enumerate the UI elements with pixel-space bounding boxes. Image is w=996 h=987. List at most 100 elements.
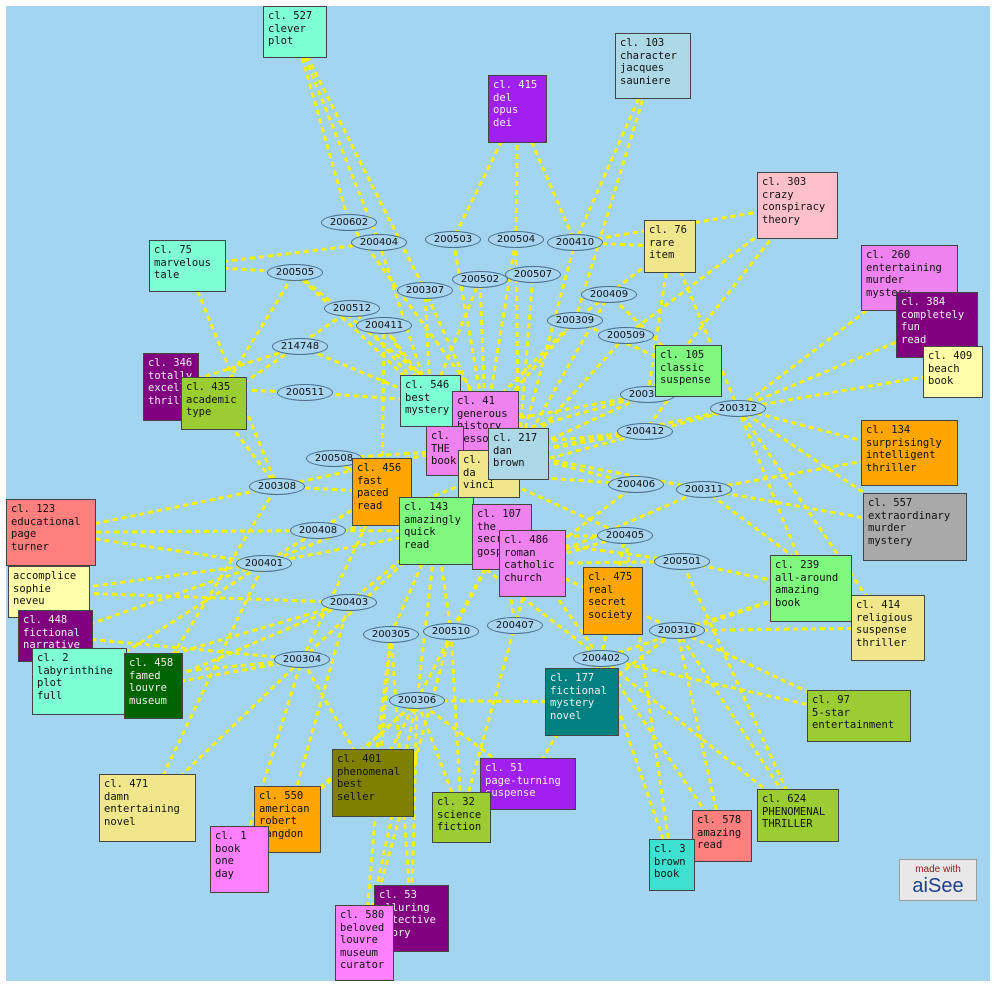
- aisee-logo: made with aiSee: [899, 859, 977, 901]
- node-cl-580[interactable]: cl. 580 beloved louvre museum curator: [335, 905, 394, 981]
- node-cl-456[interactable]: cl. 456 fast paced read: [352, 458, 412, 526]
- oval-200311[interactable]: 200311: [676, 481, 732, 498]
- edge-n76-o200303: [646, 246, 672, 395]
- oval-200410[interactable]: 200410: [547, 234, 603, 251]
- edge-n217-o200303: [517, 393, 649, 456]
- oval-200510[interactable]: 200510: [423, 623, 479, 640]
- edge-n401-o200305: [371, 634, 393, 784]
- edge-n107-o200407: [500, 536, 517, 626]
- node-cl-32[interactable]: cl. 32 science fiction: [432, 792, 491, 843]
- oval-200407[interactable]: 200407: [487, 617, 543, 634]
- node-accomplice[interactable]: accomplice sophie neveu: [8, 566, 90, 618]
- node-cl-409[interactable]: cl. 409 beach book: [923, 346, 983, 398]
- node-cl-3[interactable]: cl. 3 brown book: [649, 839, 695, 891]
- oval-200602[interactable]: 200602: [321, 214, 377, 231]
- node-cl-527[interactable]: cl. 527 clever plot: [263, 6, 327, 58]
- edge-n471-o200401: [146, 562, 266, 809]
- node-cl-75[interactable]: cl. 75 marvelous tale: [149, 240, 226, 292]
- node-cl-475[interactable]: cl. 475 real secret society: [583, 567, 643, 635]
- oval-200308[interactable]: 200308: [249, 478, 305, 495]
- node-cl-435[interactable]: cl. 435 academic type: [181, 377, 247, 430]
- edge-n41-o200502: [478, 279, 487, 425]
- edge-n217-o200409: [517, 293, 611, 455]
- oval-200504[interactable]: 200504: [488, 231, 544, 248]
- node-cl-177[interactable]: cl. 177 fictional mystery novel: [545, 668, 619, 736]
- oval-200507[interactable]: 200507: [505, 266, 561, 283]
- oval-200409[interactable]: 200409: [581, 286, 637, 303]
- edge-n458-o200304: [153, 658, 303, 688]
- oval-200404[interactable]: 200404: [351, 234, 407, 251]
- node-cl-578[interactable]: cl. 578 amazing read: [692, 810, 752, 862]
- oval-200309[interactable]: 200309: [547, 312, 603, 329]
- node-cl-51[interactable]: cl. 51 page-turning suspense: [480, 758, 576, 810]
- edge-n53-o200305: [389, 634, 413, 919]
- node-cl-the[interactable]: cl. THE book: [426, 426, 464, 476]
- oval-200411[interactable]: 200411: [356, 317, 412, 334]
- edge-nda-o200406: [488, 472, 637, 486]
- node-cl-401[interactable]: cl. 401 phenomenal best seller: [332, 749, 414, 817]
- oval-200306[interactable]: 200306: [389, 692, 445, 709]
- oval-200502[interactable]: 200502: [452, 271, 508, 288]
- oval-200412[interactable]: 200412: [617, 423, 673, 440]
- oval-214748[interactable]: 214748: [272, 338, 328, 355]
- node-cl-97[interactable]: cl. 97 5-star entertainment: [807, 690, 911, 742]
- node-cl-546[interactable]: cl. 546 best mystery: [400, 375, 461, 427]
- edge-n143-o200402: [435, 529, 602, 660]
- edge-n217-o200507: [517, 274, 535, 455]
- node-cl-76[interactable]: cl. 76 rare item: [644, 220, 696, 273]
- node-cl-414[interactable]: cl. 414 religious suspense thriller: [851, 595, 925, 661]
- oval-200310[interactable]: 200310: [649, 622, 705, 639]
- oval-200505[interactable]: 200505: [267, 264, 323, 281]
- edge-n239-o200310: [676, 587, 812, 632]
- node-cl-123[interactable]: cl. 123 educational page turner: [6, 499, 96, 566]
- oval-200403[interactable]: 200403: [321, 594, 377, 611]
- node-cl-557[interactable]: cl. 557 extraordinary murder mystery: [863, 493, 967, 561]
- edge-nda-o200312: [488, 407, 739, 476]
- graph-canvas: 200602 200404 200503 200504 200410 20050…: [6, 6, 990, 981]
- edge-n550-o200403: [286, 602, 351, 820]
- oval-200511[interactable]: 200511: [277, 384, 333, 401]
- edge-nda-o200405: [488, 472, 626, 537]
- edge-nacc-o200403: [48, 590, 350, 604]
- edge-n486-o200501: [532, 560, 683, 565]
- node-cl-143[interactable]: cl. 143 amazingly quick read: [399, 497, 474, 565]
- oval-200503[interactable]: 200503: [425, 231, 481, 248]
- oval-200312[interactable]: 200312: [710, 400, 766, 417]
- oval-200406[interactable]: 200406: [608, 476, 664, 493]
- node-cl-486[interactable]: cl. 486 roman catholic church: [499, 530, 566, 597]
- node-cl-624[interactable]: cl. 624 PHENOMENAL THRILLER: [757, 789, 839, 842]
- oval-200401[interactable]: 200401: [236, 555, 292, 572]
- node-cl-217[interactable]: cl. 217 dan brown: [488, 428, 549, 480]
- edge-n527-o200404: [293, 31, 381, 244]
- node-cl-415[interactable]: cl. 415 del opus dei: [488, 75, 547, 143]
- edge-n217-o200311: [518, 452, 705, 491]
- node-labyrinthine[interactable]: cl. 2 labyrinthine plot full: [32, 648, 127, 715]
- node-cl-471[interactable]: cl. 471 damn entertaining novel: [99, 774, 196, 842]
- node-cl-239[interactable]: cl. 239 all-around amazing book: [770, 555, 852, 622]
- oval-200512[interactable]: 200512: [324, 300, 380, 317]
- edge-n546-o214748: [299, 345, 432, 403]
- edge-n415-o200410: [516, 108, 577, 244]
- node-cl-303[interactable]: cl. 303 crazy conspiracy theory: [757, 172, 838, 239]
- oval-200408[interactable]: 200408: [290, 522, 346, 539]
- node-cl-103[interactable]: cl. 103 character jacques sauniere: [615, 33, 691, 99]
- edge-n53-o200306: [410, 700, 419, 919]
- oval-200305[interactable]: 200305: [363, 626, 419, 643]
- node-cl-134[interactable]: cl. 134 surprisingly intelligent thrille…: [861, 420, 958, 486]
- node-cl-1[interactable]: cl. 1 book one day: [210, 826, 269, 893]
- edge-n143-o200510: [435, 530, 453, 632]
- oval-200405[interactable]: 200405: [597, 527, 653, 544]
- edge-n32-o200407: [460, 625, 517, 818]
- edge-n76-o200312: [668, 245, 740, 410]
- oval-200304[interactable]: 200304: [274, 651, 330, 668]
- logo-made-with: made with: [915, 864, 961, 875]
- oval-200402[interactable]: 200402: [573, 650, 629, 667]
- node-cl-458[interactable]: cl. 458 famed louvre museum: [124, 653, 183, 719]
- edge-n527-o200307: [293, 31, 427, 292]
- oval-200509[interactable]: 200509: [598, 327, 654, 344]
- oval-200501[interactable]: 200501: [654, 553, 710, 570]
- node-cl-105[interactable]: cl. 105 classic suspense: [655, 345, 722, 397]
- oval-200307[interactable]: 200307: [397, 282, 453, 299]
- edge-n409-o200312: [737, 370, 954, 410]
